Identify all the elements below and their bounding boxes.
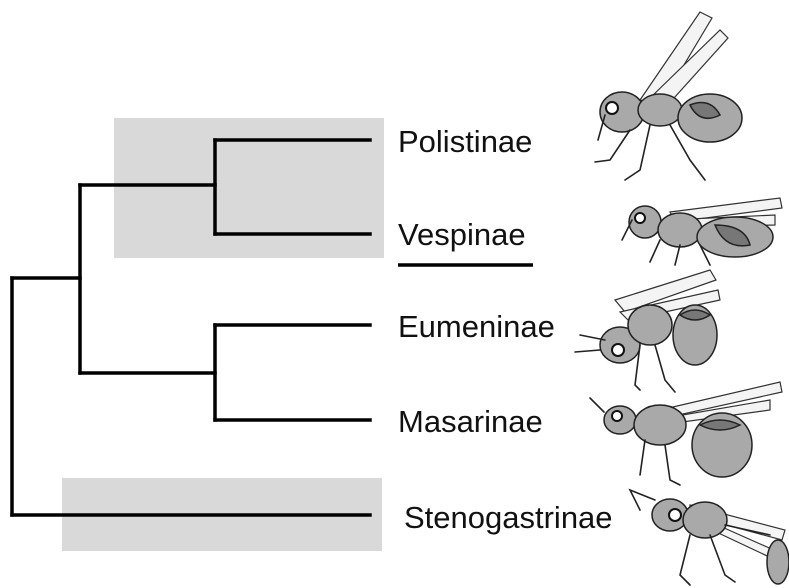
taxon-label-vespinae: Vespinae: [398, 217, 526, 252]
wasp-masarinae-icon: [590, 382, 782, 485]
taxon-label-stenogastrinae: Stenogastrinae: [404, 500, 613, 535]
wasp-stenogastrinae-icon: [630, 490, 789, 585]
taxon-label-polistinae: Polistinae: [398, 124, 532, 159]
wasp-vespinae-icon: [622, 198, 782, 265]
taxon-label-eumeninae: Eumeninae: [398, 309, 555, 344]
wasp-polistinae-icon: [595, 12, 742, 180]
wasp-eumeninae-icon: [575, 270, 720, 392]
taxon-label-masarinae: Masarinae: [398, 404, 543, 439]
